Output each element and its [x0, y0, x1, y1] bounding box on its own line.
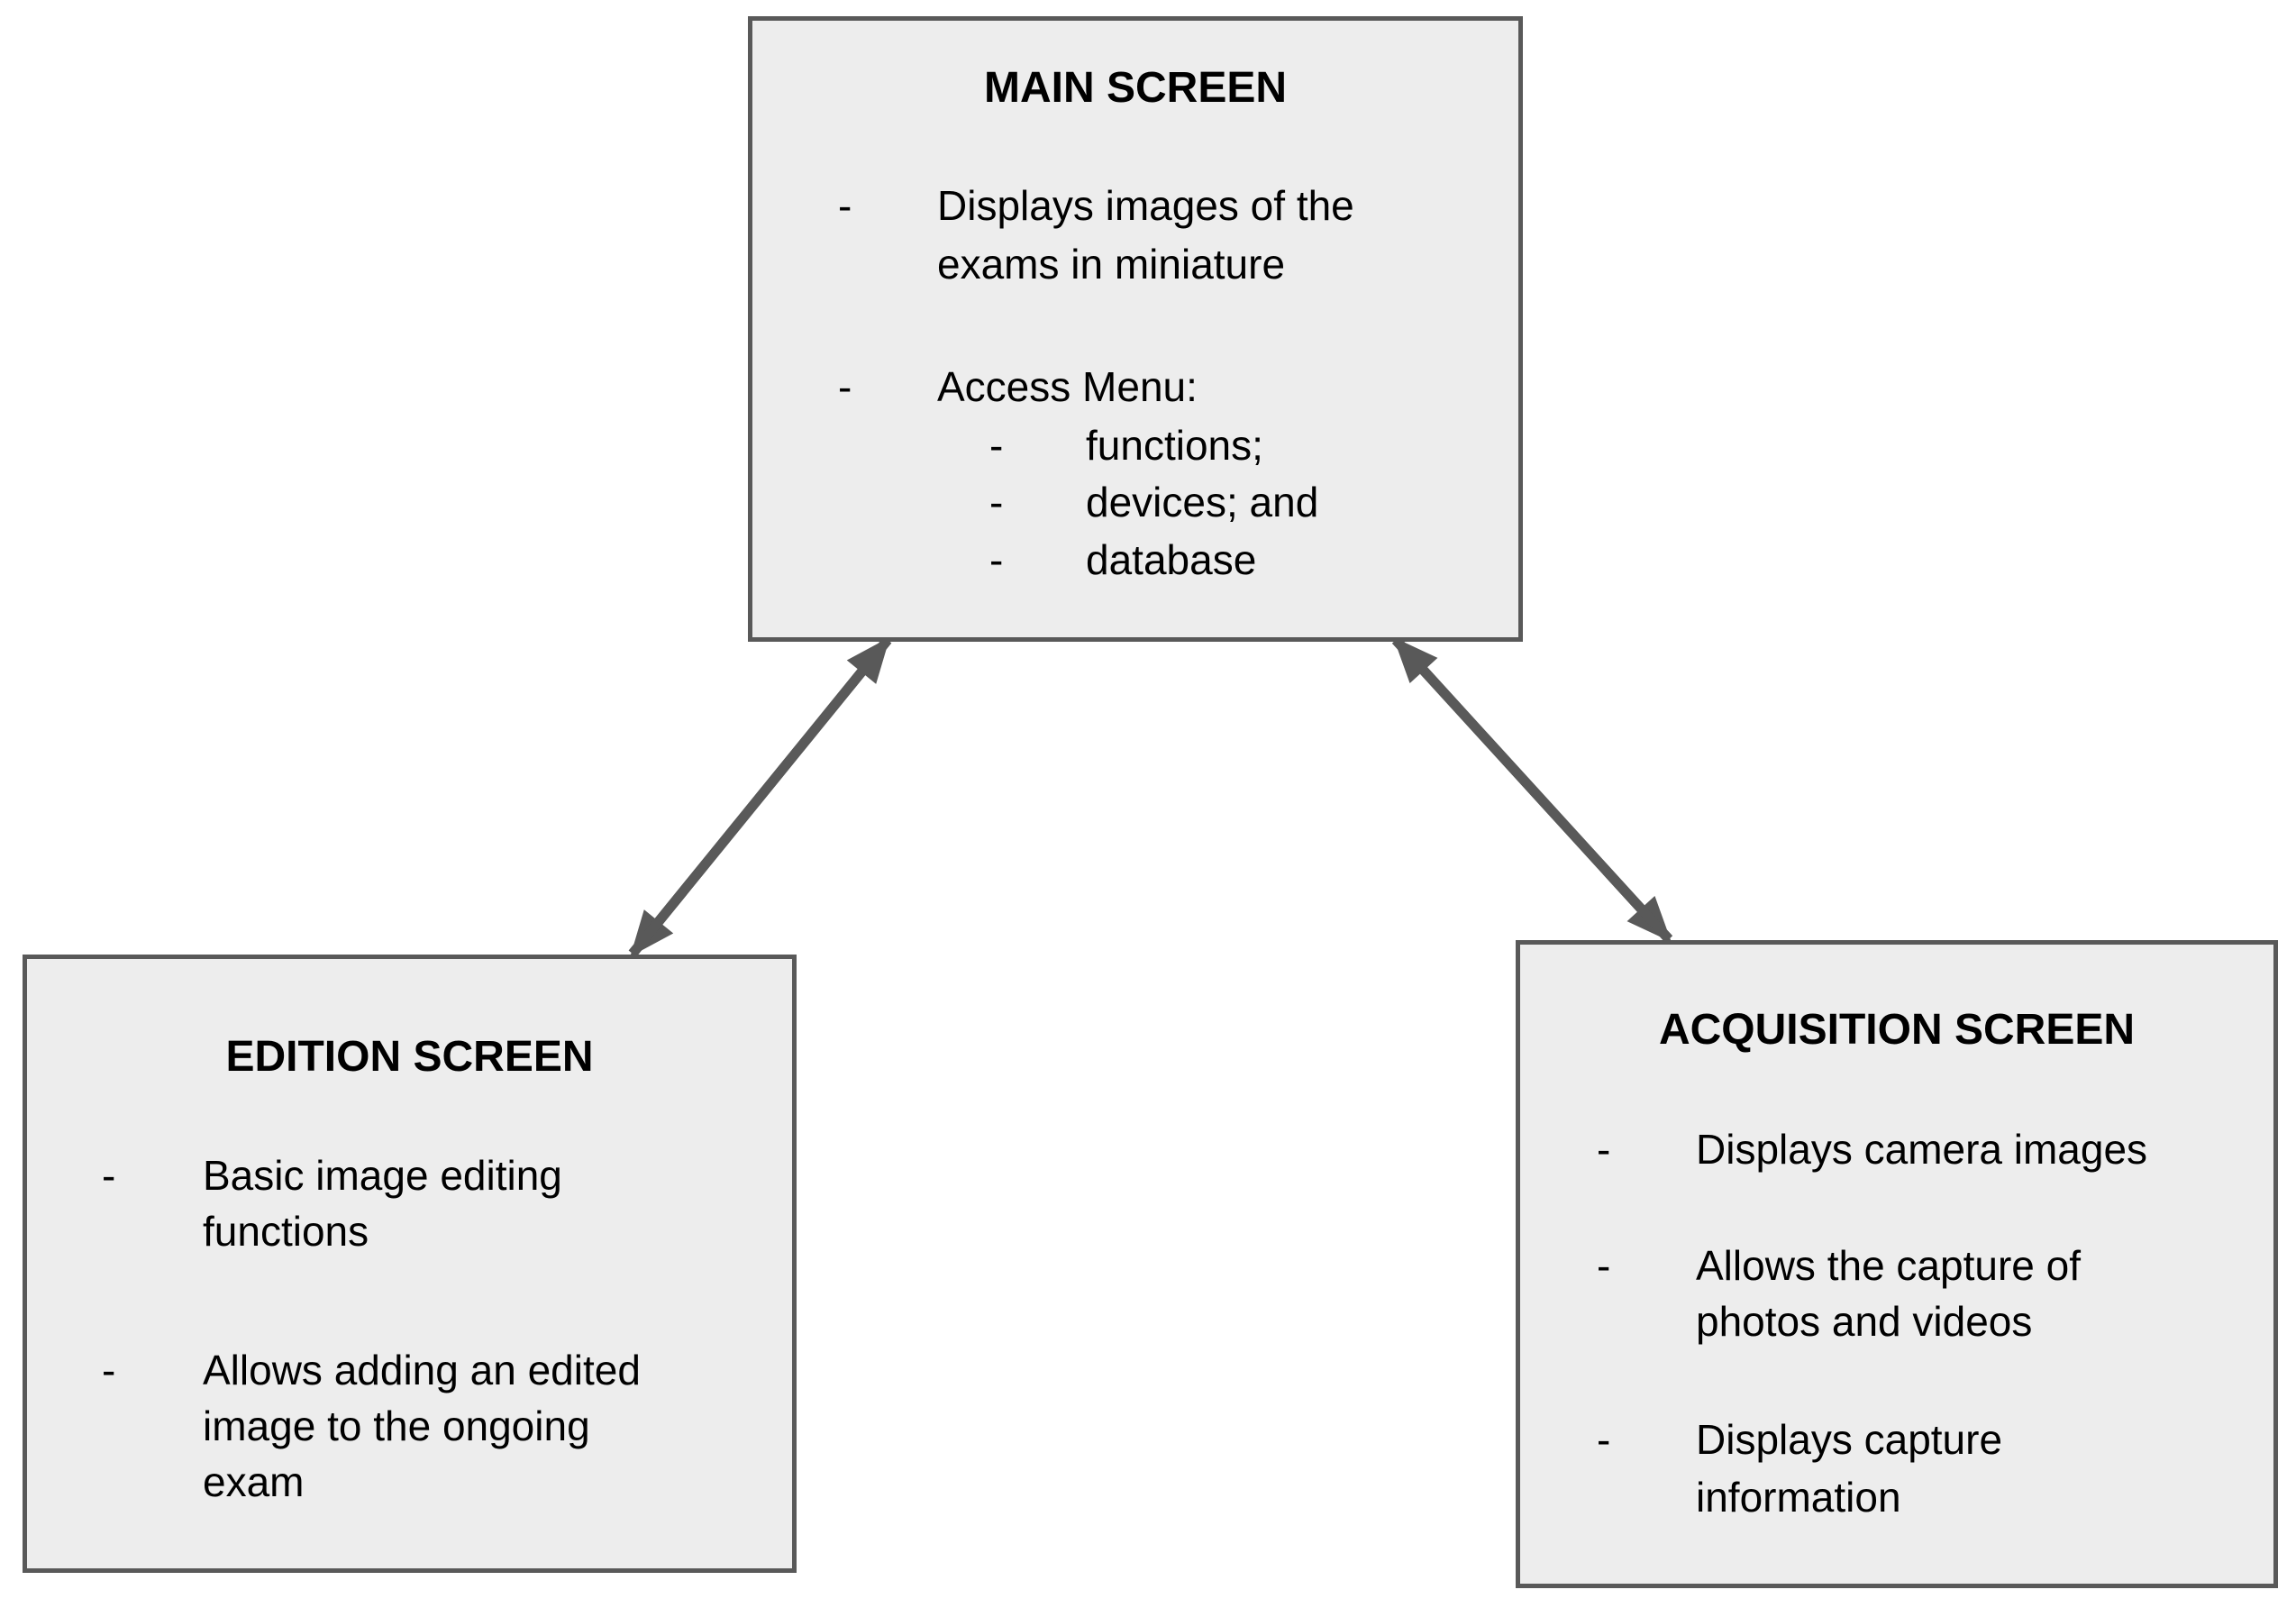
acquisition-screen-box: ACQUISITION SCREEN - Displays camera ima… — [1516, 940, 2278, 1588]
main-screen-title: MAIN SCREEN — [983, 64, 1288, 112]
sub-bullet-line: devices; and — [1086, 479, 1319, 525]
bullet-line: Basic image editing — [203, 1152, 562, 1199]
sub-bullet-line: database — [1086, 536, 1257, 583]
bullet-line: functions — [203, 1208, 369, 1255]
edition-screen-title: EDITION SCREEN — [225, 1033, 594, 1081]
bullet-line: information — [1696, 1474, 1901, 1521]
arrow-line — [628, 636, 892, 957]
edition-screen-box: EDITION SCREEN - Basic image editing fun… — [23, 955, 797, 1573]
sub-bullet-dash: - — [989, 479, 1004, 525]
bullet-dash: - — [1597, 1126, 1611, 1173]
sub-bullet-dash: - — [989, 422, 1004, 469]
sub-bullet-line: functions; — [1086, 422, 1263, 469]
bullet-dash: - — [838, 182, 852, 229]
double-arrow-main-acquisition — [1391, 636, 1673, 943]
bullet-line: Displays capture — [1696, 1416, 2003, 1463]
bullet-line: Displays images of the — [937, 182, 1354, 229]
bullet-dash: - — [102, 1347, 116, 1393]
double-arrow-main-edition — [628, 636, 892, 957]
bullet-line: photos and videos — [1696, 1298, 2033, 1345]
arrow-line — [1391, 636, 1673, 943]
main-screen-box: MAIN SCREEN - Displays images of the exa… — [748, 16, 1523, 642]
bullet-line: image to the ongoing — [203, 1402, 590, 1449]
bullet-line: Allows adding an edited — [203, 1347, 641, 1393]
bullet-line: exam — [203, 1458, 305, 1505]
bullet-dash: - — [1597, 1242, 1611, 1289]
bullet-dash: - — [838, 363, 852, 410]
arrow-line — [628, 636, 892, 957]
arrow-line — [1391, 636, 1673, 943]
acquisition-screen-title: ACQUISITION SCREEN — [1658, 1006, 2136, 1054]
bullet-line: Displays camera images — [1696, 1126, 2148, 1173]
sub-bullet-dash: - — [989, 536, 1004, 583]
bullet-dash: - — [102, 1152, 116, 1199]
bullet-line: Access Menu: — [937, 363, 1198, 410]
bullet-line: exams in miniature — [937, 241, 1286, 288]
bullet-line: Allows the capture of — [1696, 1242, 2082, 1289]
bullet-dash: - — [1597, 1416, 1611, 1463]
